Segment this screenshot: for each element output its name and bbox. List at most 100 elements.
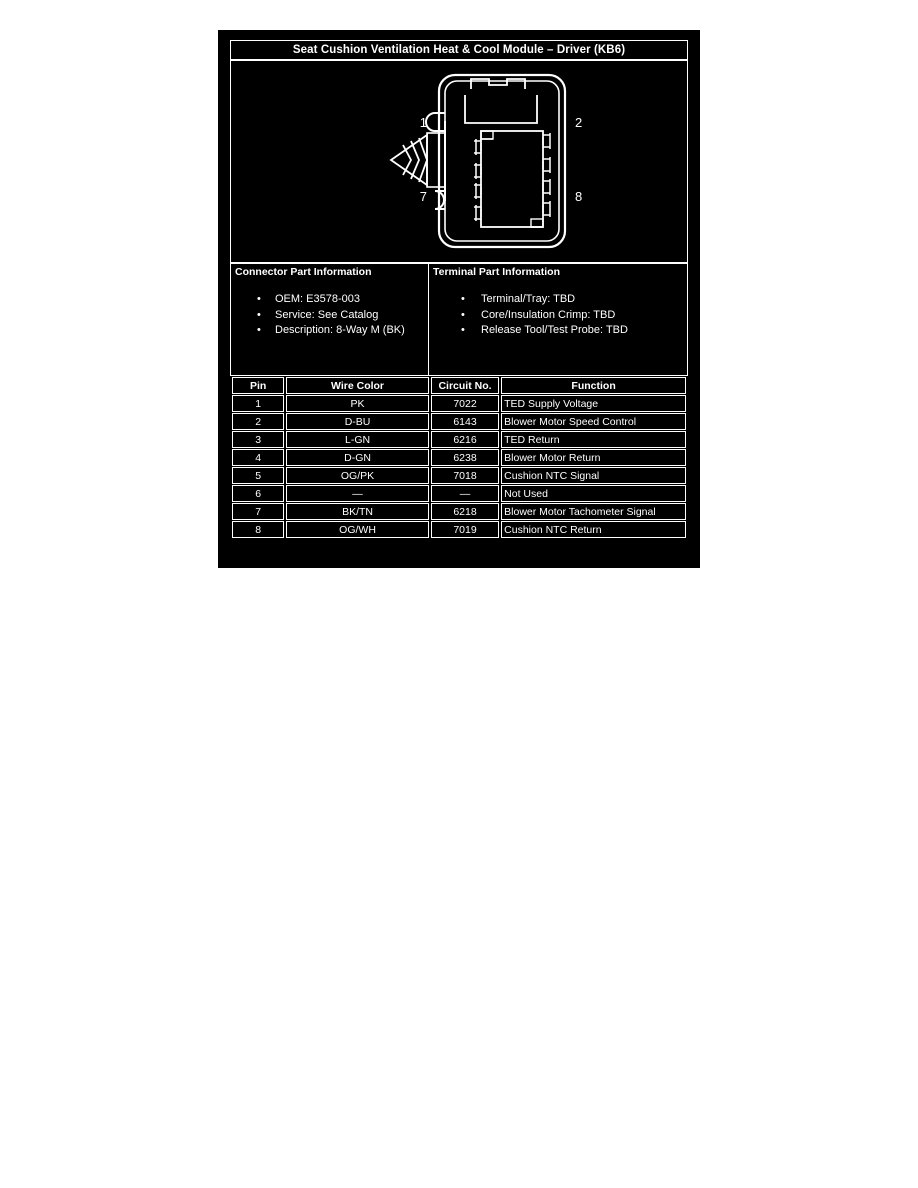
list-item: • Service: See Catalog (231, 308, 428, 324)
cell-function: TED Return (501, 431, 686, 448)
list-item-label: Service: See Catalog (275, 308, 379, 321)
connector-outer-shell (437, 73, 567, 249)
cell-pin: 3 (232, 431, 285, 448)
cell-circuit-no: 7018 (430, 467, 500, 484)
cavity-keying-tab (530, 218, 544, 228)
list-item-label: Release Tool/Test Probe: TBD (481, 324, 628, 336)
list-item-label: Description: 8-Way M (BK) (275, 324, 405, 336)
list-item: • OEM: E3578-003 (231, 292, 428, 308)
cell-pin: 7 (232, 503, 285, 520)
connector-part-information-heading: Connector Part Information (235, 266, 372, 278)
cell-function: Cushion NTC Return (501, 521, 686, 538)
bullet-icon: • (461, 308, 465, 321)
connector-top-tab (470, 78, 526, 89)
cell-circuit-no: 6238 (430, 449, 500, 466)
column-header-wire-color: Wire Color (286, 377, 429, 394)
part-information-row: Connector Part Information • OEM: E3578-0… (230, 263, 688, 376)
cell-circuit-no: 7022 (430, 395, 500, 412)
bullet-icon: • (461, 293, 465, 305)
bullet-icon: • (461, 324, 465, 336)
terminal-right-4 (542, 201, 551, 217)
terminal-right-3 (542, 179, 551, 195)
cell-function: Blower Motor Return (501, 449, 686, 466)
cell-wire-color: D-GN (286, 449, 429, 466)
connector-wire-boot-base (426, 132, 446, 188)
page-title: Seat Cushion Ventilation Heat & Cool Mod… (292, 44, 626, 56)
release-arrow-indicator (389, 133, 428, 187)
list-item: • Terminal/Tray: TBD (429, 292, 687, 308)
terminal-left-2 (474, 163, 482, 179)
connector-top-tab-shoulder (464, 95, 538, 124)
list-item: • Release Tool/Test Probe: TBD (429, 323, 687, 339)
cell-pin: 1 (232, 395, 285, 412)
cell-circuit-no: 6216 (430, 431, 500, 448)
connector-diagram-svg: 1 7 2 8 (389, 73, 582, 249)
pin-callout-2: 2 (575, 115, 582, 130)
cell-wire-color: PK (286, 395, 429, 412)
pin-callout-7: 7 (420, 189, 427, 204)
cell-function: Not Used (501, 485, 686, 502)
column-header-circuit-no: Circuit No. (430, 377, 500, 394)
connector-latch-notch-upper (425, 112, 445, 132)
cell-pin: 4 (232, 449, 285, 466)
connector-diagram-panel: 1 7 2 8 (230, 60, 688, 263)
cell-function: TED Supply Voltage (501, 395, 686, 412)
terminal-right-1 (542, 133, 551, 149)
cell-function: Blower Motor Speed Control (501, 413, 686, 430)
cell-wire-color: D-BU (286, 413, 429, 430)
cell-wire-color: BK/TN (286, 503, 429, 520)
pin-callout-1: 1 (420, 115, 427, 130)
table-row: 1 PK 7022 TED Supply Voltage (232, 395, 686, 412)
list-item-label: Core/Insulation Crimp: TBD (481, 308, 616, 321)
cell-wire-color: L-GN (286, 431, 429, 448)
table-row: 8 OG/WH 7019 Cushion NTC Return (232, 521, 686, 538)
connector-part-information-panel: Connector Part Information • OEM: E3578-0… (230, 263, 429, 376)
table-row: 5 OG/PK 7018 Cushion NTC Signal (232, 467, 686, 484)
cell-wire-color: OG/WH (286, 521, 429, 538)
terminal-group-right (542, 133, 551, 217)
list-item: • Description: 8-Way M (BK) (231, 323, 428, 339)
terminal-part-information-panel: Terminal Part Information • Terminal/Tray… (428, 263, 688, 376)
table-row: 6 — — Not Used (232, 485, 686, 502)
cell-pin: 2 (232, 413, 285, 430)
terminal-part-information-list: • Terminal/Tray: TBD • Core/Insulation Cri… (429, 278, 687, 339)
cell-circuit-no: 7019 (430, 521, 500, 538)
terminal-left-4 (474, 205, 482, 221)
cell-circuit-no: 6143 (430, 413, 500, 430)
terminal-left-1 (474, 139, 482, 155)
connector-part-information-list: • OEM: E3578-003 • Service: See Catalog • D… (231, 278, 428, 339)
column-header-pin: Pin (232, 377, 285, 394)
cell-circuit-no: — (430, 485, 500, 502)
cell-pin: 6 (232, 485, 285, 502)
table-row: 4 D-GN 6238 Blower Motor Return (232, 449, 686, 466)
cell-wire-color: OG/PK (286, 467, 429, 484)
pin-callout-8: 8 (575, 189, 582, 204)
table-row: 2 D-BU 6143 Blower Motor Speed Control (232, 413, 686, 430)
terminal-group-left (474, 139, 482, 221)
table-header-row: Pin Wire Color Circuit No. Function (232, 377, 686, 394)
terminal-left-3 (474, 183, 482, 199)
bullet-icon: • (257, 308, 261, 321)
figure-plate: Seat Cushion Ventilation Heat & Cool Mod… (218, 30, 700, 568)
bullet-icon: • (257, 324, 261, 336)
column-header-function: Function (501, 377, 686, 394)
cell-pin: 5 (232, 467, 285, 484)
bullet-icon: • (257, 293, 261, 305)
cell-pin: 8 (232, 521, 285, 538)
cell-wire-color: — (286, 485, 429, 502)
cell-function: Blower Motor Tachometer Signal (501, 503, 686, 520)
cell-circuit-no: 6218 (430, 503, 500, 520)
cell-function: Cushion NTC Signal (501, 467, 686, 484)
terminal-right-2 (542, 157, 551, 173)
pin-assignment-table-wrap: Pin Wire Color Circuit No. Function 1 PK… (230, 376, 688, 539)
list-item-label: Terminal/Tray: TBD (481, 293, 576, 305)
figure-title-bar: Seat Cushion Ventilation Heat & Cool Mod… (230, 40, 688, 60)
connector-cavity-block (480, 130, 544, 228)
pin-assignment-table: Pin Wire Color Circuit No. Function 1 PK… (230, 376, 688, 539)
table-row: 3 L-GN 6216 TED Return (232, 431, 686, 448)
cavity-keying-tab-2 (480, 130, 494, 140)
connector-shell-inner-line (444, 80, 560, 242)
list-item-label: OEM: E3578-003 (275, 293, 360, 305)
terminal-part-information-heading: Terminal Part Information (433, 266, 560, 278)
table-row: 7 BK/TN 6218 Blower Motor Tachometer Sig… (232, 503, 686, 520)
